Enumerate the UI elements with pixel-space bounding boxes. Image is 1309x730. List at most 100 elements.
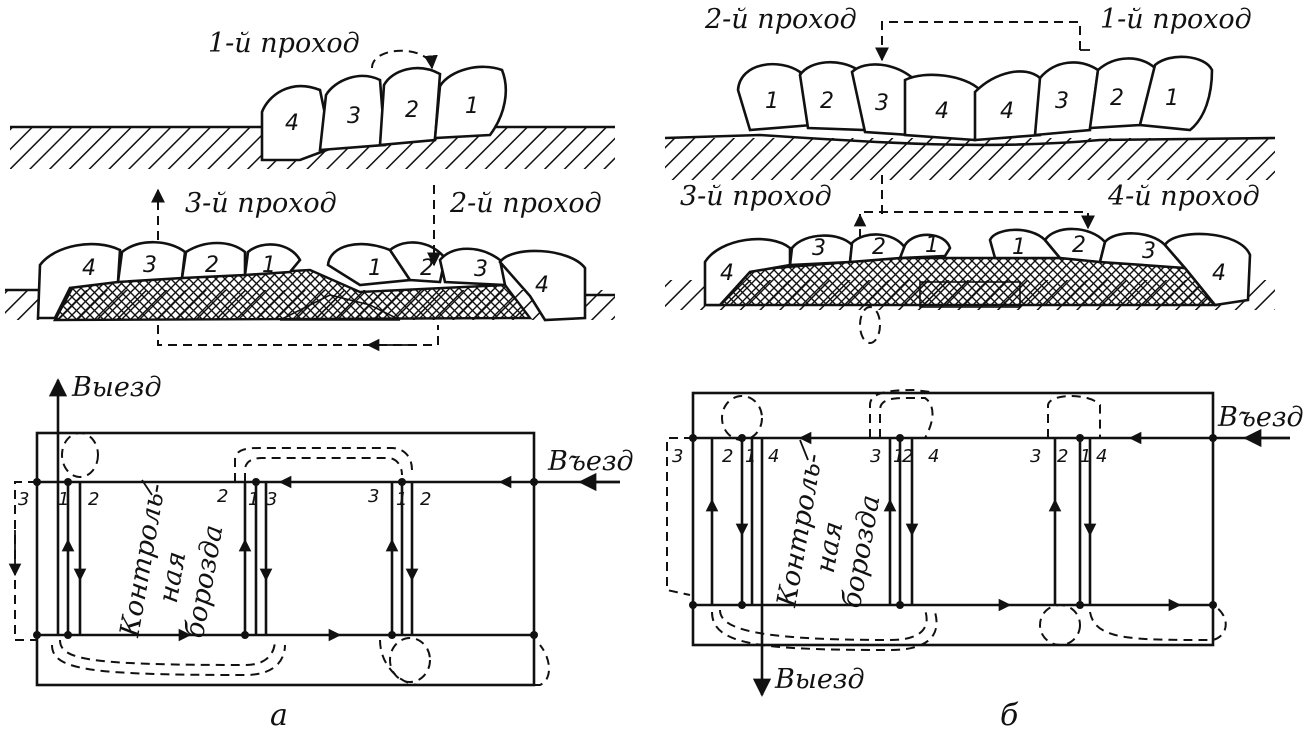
mound-label: 1 — [368, 256, 382, 281]
furrow-slice — [388, 241, 447, 284]
control-furrow-label: Контроль- ная борозда — [771, 451, 886, 610]
turn-loop — [51, 644, 286, 677]
turn-loop — [719, 609, 928, 642]
mound-label: 4 — [535, 273, 549, 298]
turn-loop — [721, 395, 763, 441]
section-b-third-fourth-pass: 4 3 2 1 1 2 3 4 3-й проход 4-й проход — [665, 175, 1275, 344]
turn-loop — [234, 447, 413, 482]
pass-label: 1 — [248, 489, 259, 510]
node — [33, 631, 41, 639]
mound-label: 3 — [143, 253, 157, 278]
furrow-slice — [438, 247, 507, 287]
exit-label: Выезд — [71, 372, 162, 403]
pass-label: 3 — [870, 446, 881, 467]
mound-label: 2 — [205, 253, 219, 278]
pass-label: 2 — [217, 486, 228, 507]
mound-label: 1 — [925, 233, 939, 258]
panel-a: 4 3 2 1 1-й проход 4 3 2 — [5, 28, 634, 730]
mound-label: 2 — [1110, 86, 1124, 111]
turn-loop — [379, 639, 550, 686]
furrow-slice — [318, 74, 387, 152]
mound-label: 4 — [1212, 261, 1226, 286]
pass-label: 4 — [928, 446, 939, 467]
mound-label: 2 — [1072, 233, 1086, 258]
soil-wedge — [919, 281, 1021, 308]
node — [689, 601, 697, 609]
pass-label: 1 — [745, 446, 756, 467]
node — [1076, 434, 1084, 442]
mound-label: 4 — [1000, 99, 1014, 124]
node — [1209, 434, 1217, 442]
panel-b: 1 2 3 4 4 3 2 1 2-й проход 1-й проход — [664, 4, 1304, 730]
pass-transition-arrow — [875, 21, 1081, 62]
mound-label: 3 — [474, 257, 488, 282]
node — [388, 631, 396, 639]
soil-wedge — [279, 294, 401, 321]
furrow-slice — [433, 65, 508, 140]
pass-1-label: 1-й проход — [1100, 4, 1252, 35]
pass-label: 1 — [1080, 446, 1091, 467]
pass-label: 1 — [58, 489, 69, 510]
exit-label: Выезд — [774, 664, 865, 695]
mound-label: 3 — [875, 91, 889, 116]
node — [64, 478, 72, 486]
mound-label: 3 — [812, 236, 826, 261]
pass-label: 1 — [396, 489, 407, 510]
pass-1-arrow — [371, 49, 438, 70]
node — [530, 631, 538, 639]
mound-label: 4 — [935, 99, 949, 124]
soil-surface — [664, 133, 1276, 147]
node — [896, 434, 904, 442]
pass-label: 2 — [722, 446, 733, 467]
field-boundary — [691, 391, 1215, 647]
pass-label: 3 — [1030, 446, 1041, 467]
pass-label: 3 — [266, 489, 277, 510]
mound-label: 4 — [82, 256, 96, 281]
mound-label: 1 — [765, 89, 779, 114]
section-a-first-pass: 4 3 2 1 1-й проход — [10, 28, 615, 169]
pass-label: 2 — [88, 489, 99, 510]
furrow-pointer — [141, 479, 153, 496]
caption-a: а — [270, 698, 288, 730]
section-b-plan: 3 2 1 4 3 1 2 4 3 2 1 4 Въезд Выезд Конт… — [666, 388, 1304, 730]
section-b-first-second-pass: 1 2 3 4 4 3 2 1 2-й проход 1-й проход — [664, 4, 1276, 180]
entry-label: Въезд — [1217, 402, 1304, 433]
furrow-slice — [1138, 55, 1214, 132]
pass-1-label: 1-й проход — [208, 28, 360, 59]
mound-label: 1 — [262, 253, 276, 278]
furrow-slice — [378, 66, 442, 147]
mound-label: 3 — [1142, 239, 1156, 264]
return-path — [157, 325, 439, 346]
node — [738, 601, 746, 609]
node — [241, 631, 249, 639]
section-a-third-pass: 4 3 2 1 1 2 3 4 3-й проход 2-й проход — [5, 185, 615, 352]
mound-label: 3 — [347, 104, 361, 129]
turn-loop — [1089, 604, 1227, 642]
pass-3-label: 3-й проход — [185, 188, 337, 219]
node — [64, 631, 72, 639]
pass-3-label: 3-й проход — [680, 181, 832, 212]
pass-2-label: 2-й проход — [449, 188, 602, 219]
turn-loop — [389, 637, 431, 683]
pass-label: 2 — [420, 489, 431, 510]
turn-loop — [879, 397, 934, 439]
furrow-slice — [736, 62, 814, 132]
pass-4-label: 4-й проход — [1107, 181, 1260, 212]
pass-label: 4 — [1096, 446, 1107, 467]
furrow-slice — [498, 249, 587, 322]
field-boundary — [35, 431, 536, 687]
mound-label: 2 — [405, 98, 419, 123]
furrow-slice — [1163, 232, 1252, 307]
soil-hatch — [665, 138, 1275, 180]
turn-loop — [59, 639, 276, 667]
mound-label: 2 — [872, 235, 886, 260]
mound-label: 2 — [820, 89, 834, 114]
mound-label: 1 — [1012, 235, 1026, 260]
pass-label: 4 — [768, 446, 779, 467]
pass-transition-arrow — [859, 211, 1095, 238]
node — [1076, 601, 1084, 609]
pass-label: 3 — [672, 446, 683, 467]
section-a-plan: 3 1 2 2 1 3 3 1 2 Выезд Въезд Контроль- … — [8, 372, 634, 730]
mound-label: 2 — [420, 256, 434, 281]
